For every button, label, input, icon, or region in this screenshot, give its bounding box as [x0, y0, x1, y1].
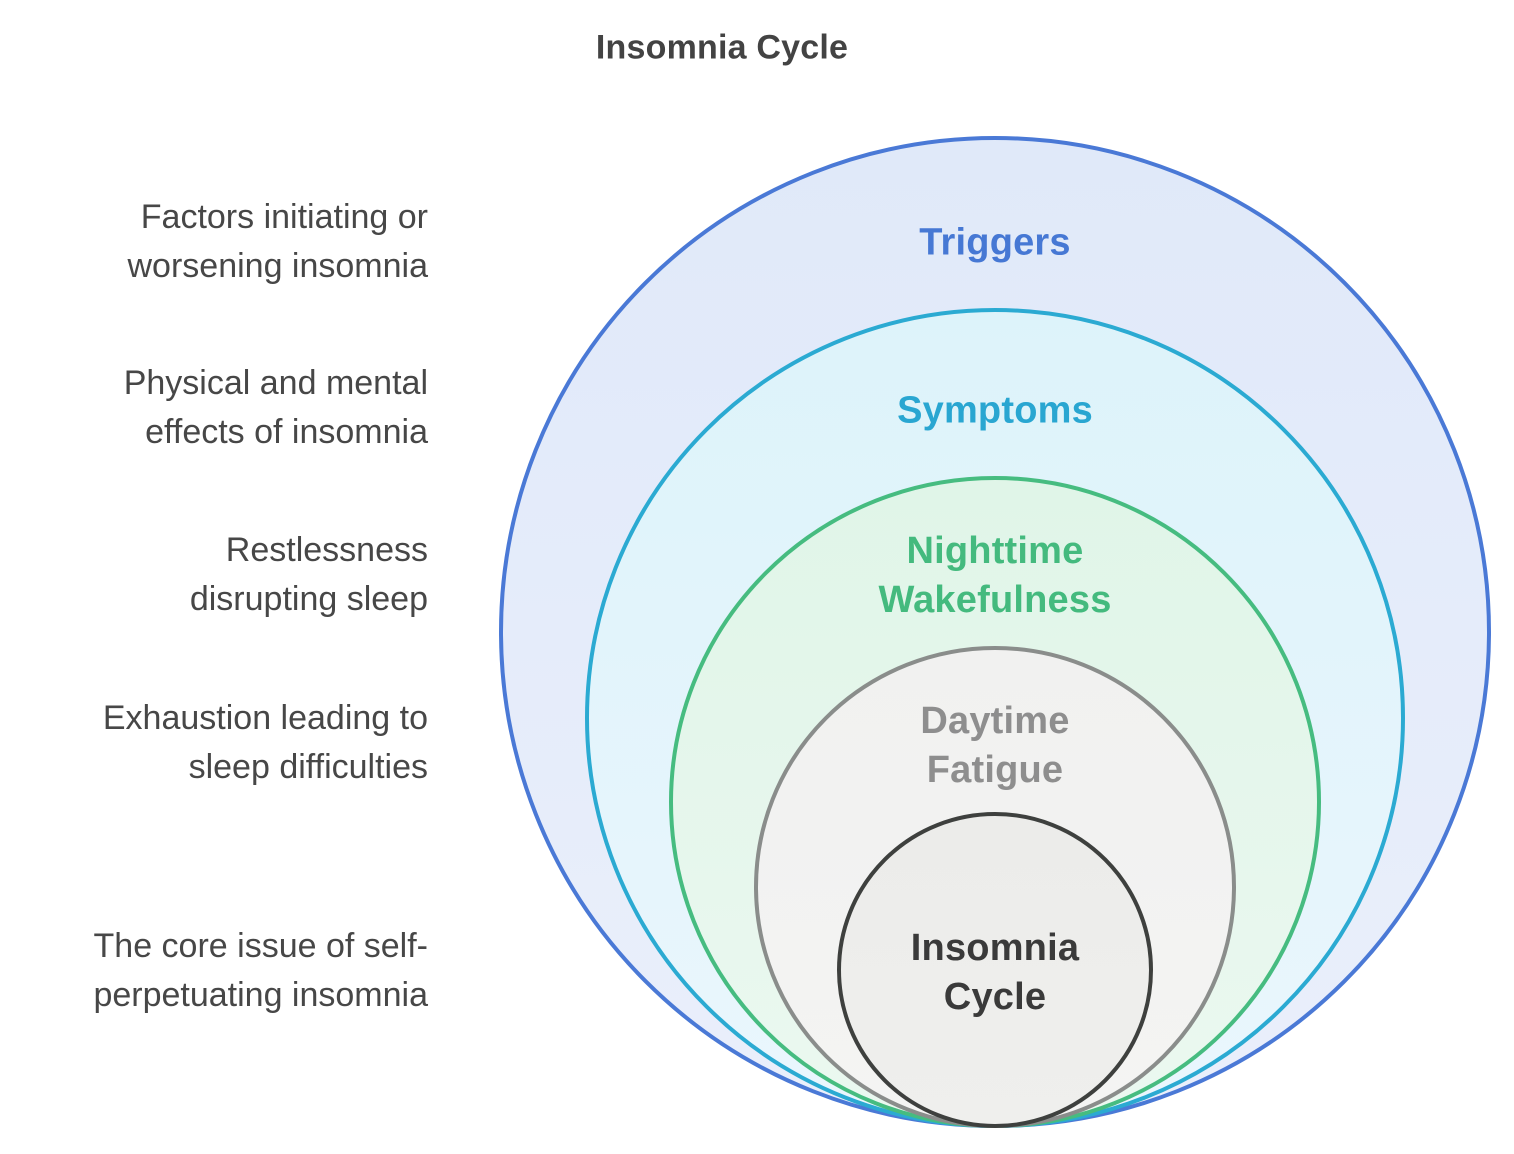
ring-label-triggers: Triggers	[919, 221, 1071, 264]
description-daytime-fatigue: Exhaustion leading to sleep difficulties	[102, 699, 428, 786]
ring-label-nighttime-wakefulness: Nighttime Wakefulness	[878, 530, 1112, 621]
description-nighttime-wakefulness: Restlessness disrupting sleep	[189, 531, 428, 618]
description-triggers: Factors initiating or worsening insomnia	[127, 198, 429, 285]
ring-label-insomnia-cycle: Insomnia Cycle	[910, 927, 1080, 1018]
description-insomnia-cycle: The core issue of self- perpetuating ins…	[93, 927, 428, 1014]
description-symptoms: Physical and mental effects of insomnia	[123, 364, 428, 451]
diagram-title: Insomnia Cycle	[595, 28, 849, 67]
ring-circle-insomnia-cycle	[837, 812, 1153, 1128]
ring-label-symptoms: Symptoms	[897, 389, 1093, 432]
ring-label-daytime-fatigue: Daytime Fatigue	[920, 700, 1070, 791]
